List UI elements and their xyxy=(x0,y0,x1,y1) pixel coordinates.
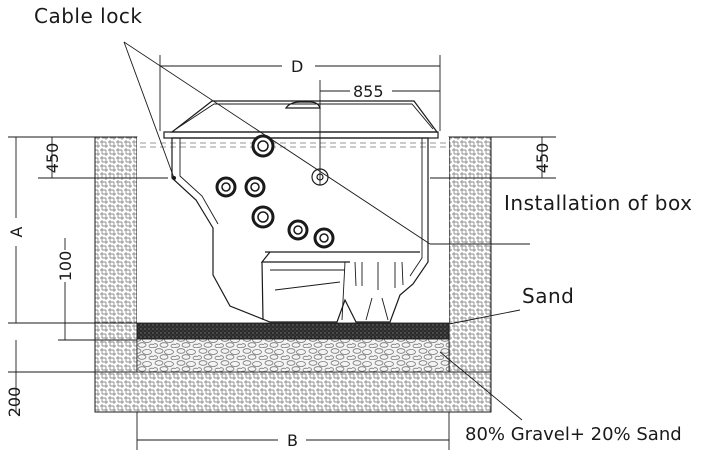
dim-label-450-left: 450 xyxy=(43,143,62,174)
label-sand: Sand xyxy=(522,284,574,308)
dim-label-a: A xyxy=(7,226,26,237)
label-cable-lock: Cable lock xyxy=(34,4,143,28)
dim-label-450-right: 450 xyxy=(533,143,552,174)
dimension-a xyxy=(8,136,137,324)
dimension-855 xyxy=(319,80,440,185)
fitting-3 xyxy=(251,205,275,229)
filter-box xyxy=(163,100,439,323)
floor-slab xyxy=(94,371,492,413)
fitting-1 xyxy=(215,176,237,198)
dim-label-200: 200 xyxy=(5,387,24,418)
gravel-layer xyxy=(136,338,450,373)
sand-layer xyxy=(136,322,450,340)
fitting-2 xyxy=(244,176,266,198)
dimension-200 xyxy=(8,340,137,412)
dim-label-d: D xyxy=(291,57,303,76)
dimension-d xyxy=(159,55,441,131)
label-gravel-sand: 80% Gravel+ 20% Sand xyxy=(465,424,682,445)
fitting-5 xyxy=(313,227,335,249)
dimension-100 xyxy=(58,238,137,341)
dim-label-855: 855 xyxy=(353,82,384,101)
cable-lock-leaders xyxy=(123,41,530,245)
left-wall xyxy=(94,136,138,413)
fitting-4 xyxy=(287,219,309,241)
gravel-leader xyxy=(439,351,523,421)
sand-leader xyxy=(448,309,521,325)
dimension-b xyxy=(136,412,450,450)
label-installation-of-box: Installation of box xyxy=(504,191,692,215)
fitting-large-top xyxy=(251,134,275,158)
right-wall xyxy=(448,136,492,413)
dim-label-b: B xyxy=(287,431,298,450)
dim-label-100: 100 xyxy=(56,251,75,282)
